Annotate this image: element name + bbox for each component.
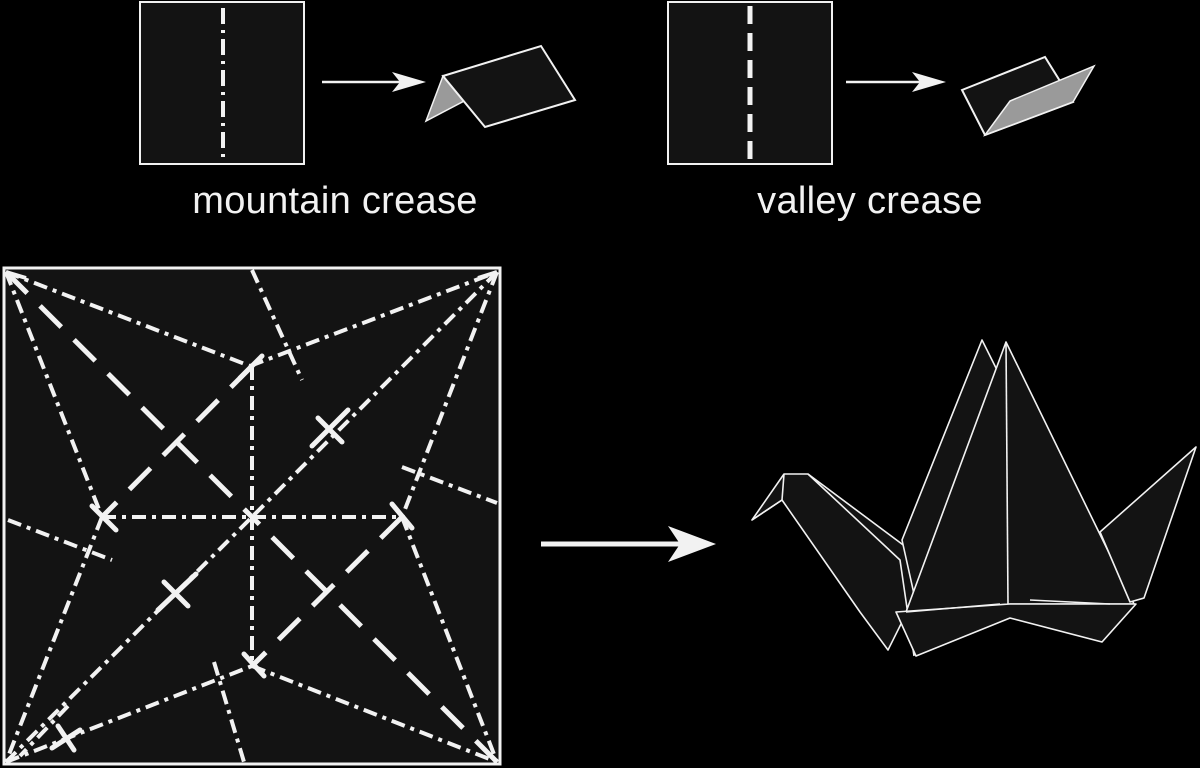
valley-fold-icon	[960, 55, 1096, 137]
crane-body	[895, 603, 1137, 657]
mountain-crease-example	[139, 1, 577, 165]
mountain-creases	[4, 269, 499, 764]
crease-pattern	[2, 266, 502, 766]
valley-crease-square	[667, 1, 833, 165]
valley-arrow	[846, 72, 946, 92]
valley-crease-label: valley crease	[757, 180, 983, 222]
mountain-arrow	[322, 72, 426, 92]
crane-neck	[751, 473, 919, 651]
mountain-fold-icon	[424, 44, 577, 129]
crane-tail	[1099, 446, 1197, 603]
result-arrow	[541, 526, 716, 562]
crease-ticks	[49, 353, 415, 753]
valley-creases	[4, 270, 499, 764]
valley-crease-example	[667, 1, 1096, 165]
corner-marks	[5, 270, 498, 280]
origami-crane	[751, 339, 1197, 657]
mountain-crease-label: mountain crease	[192, 180, 478, 222]
